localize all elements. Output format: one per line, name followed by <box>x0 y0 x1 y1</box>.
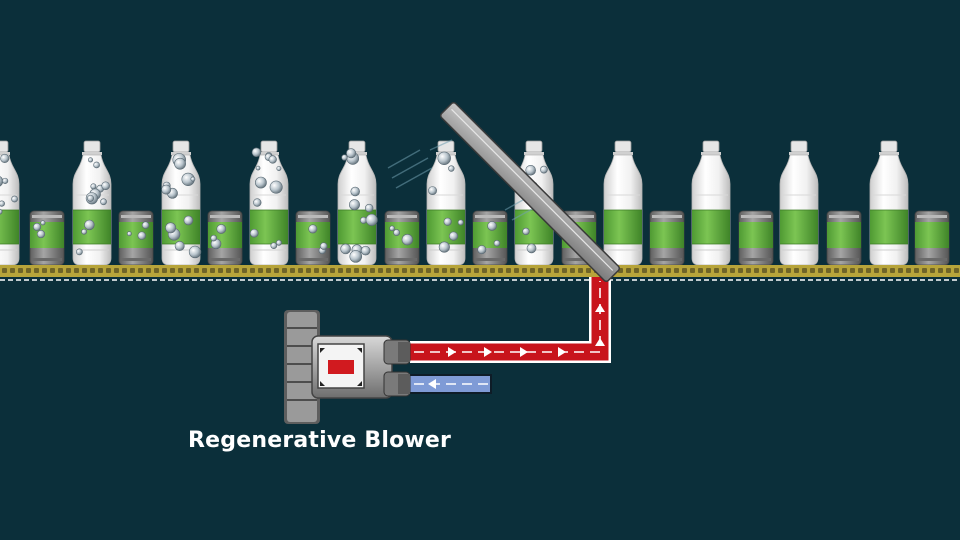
droplet <box>210 234 217 242</box>
droplet <box>350 186 360 197</box>
droplet <box>87 194 95 202</box>
droplet <box>100 198 107 206</box>
droplet <box>428 186 437 195</box>
droplet <box>141 221 150 229</box>
droplet <box>255 165 261 171</box>
suction-pipe <box>408 374 492 394</box>
droplet <box>525 164 536 176</box>
droplet <box>161 184 172 195</box>
can <box>472 210 508 266</box>
droplet <box>340 243 351 255</box>
droplet <box>437 151 451 165</box>
droplet <box>36 229 46 239</box>
droplet <box>276 166 282 172</box>
water-droplets <box>0 147 551 263</box>
can <box>738 210 774 266</box>
droplet <box>0 200 5 207</box>
blower-label: Regenerative Blower <box>188 428 452 453</box>
arrow-left-icon <box>428 379 436 389</box>
droplet <box>165 222 177 234</box>
droplet <box>253 198 262 207</box>
droplet <box>93 161 100 169</box>
droplet <box>268 155 277 164</box>
droplet <box>401 233 414 246</box>
droplet <box>188 245 202 259</box>
droplet <box>101 181 110 191</box>
droplet <box>448 165 455 172</box>
droplet <box>389 225 395 232</box>
arrow-up-icon <box>595 338 605 346</box>
droplet <box>308 224 318 234</box>
droplet <box>0 208 3 215</box>
droplet <box>341 154 348 161</box>
pressure-pipe <box>410 277 611 363</box>
air-streaks <box>387 139 535 221</box>
droplet <box>81 228 87 235</box>
conveyor-belt <box>0 265 960 281</box>
droplet <box>457 219 464 226</box>
can <box>826 210 862 266</box>
droplet <box>270 242 278 249</box>
air-knife-icon <box>439 101 621 283</box>
arrow-up-icon <box>595 304 605 312</box>
droplet <box>275 239 282 246</box>
can <box>29 210 65 266</box>
arrow-right-icon <box>484 347 492 357</box>
droplet <box>448 231 459 241</box>
droplet <box>346 148 357 159</box>
droplet <box>174 241 185 251</box>
droplet <box>365 213 378 226</box>
droplet <box>443 217 452 226</box>
droplet <box>487 221 497 231</box>
droplet <box>87 157 94 163</box>
droplet <box>174 157 186 170</box>
bottle <box>779 140 819 266</box>
droplet <box>137 231 147 240</box>
droplet <box>84 219 95 231</box>
arrow-right-icon <box>520 347 528 357</box>
droplet <box>540 165 548 174</box>
droplet <box>438 241 450 253</box>
droplet <box>393 229 401 237</box>
droplet <box>319 242 328 250</box>
arrow-right-icon <box>448 347 456 357</box>
droplet <box>477 245 487 255</box>
droplet <box>493 239 501 247</box>
can <box>295 210 331 266</box>
bottle <box>869 140 909 266</box>
bottle-line <box>0 140 950 266</box>
droplet <box>40 220 46 226</box>
can <box>649 210 685 266</box>
blower-icon <box>284 310 411 424</box>
droplet <box>90 183 97 190</box>
droplet <box>183 215 194 226</box>
droplet <box>2 177 9 184</box>
droplet <box>126 231 132 237</box>
droplet <box>255 176 267 189</box>
droplet <box>0 153 10 163</box>
droplet <box>249 228 259 238</box>
can <box>118 210 154 266</box>
droplet <box>364 203 374 213</box>
droplet <box>216 224 227 234</box>
droplet <box>269 180 283 194</box>
arrow-right-icon <box>558 347 566 357</box>
droplet <box>251 147 262 158</box>
droplet <box>360 245 371 256</box>
droplet <box>190 176 196 182</box>
can <box>914 210 950 266</box>
droplet <box>11 195 18 203</box>
droplet <box>526 243 537 254</box>
droplet <box>76 248 83 256</box>
bottle <box>603 140 643 266</box>
droplet <box>349 250 363 263</box>
droplet <box>522 227 530 236</box>
droplet <box>349 199 360 211</box>
droplet <box>33 222 42 231</box>
bottle <box>691 140 731 266</box>
